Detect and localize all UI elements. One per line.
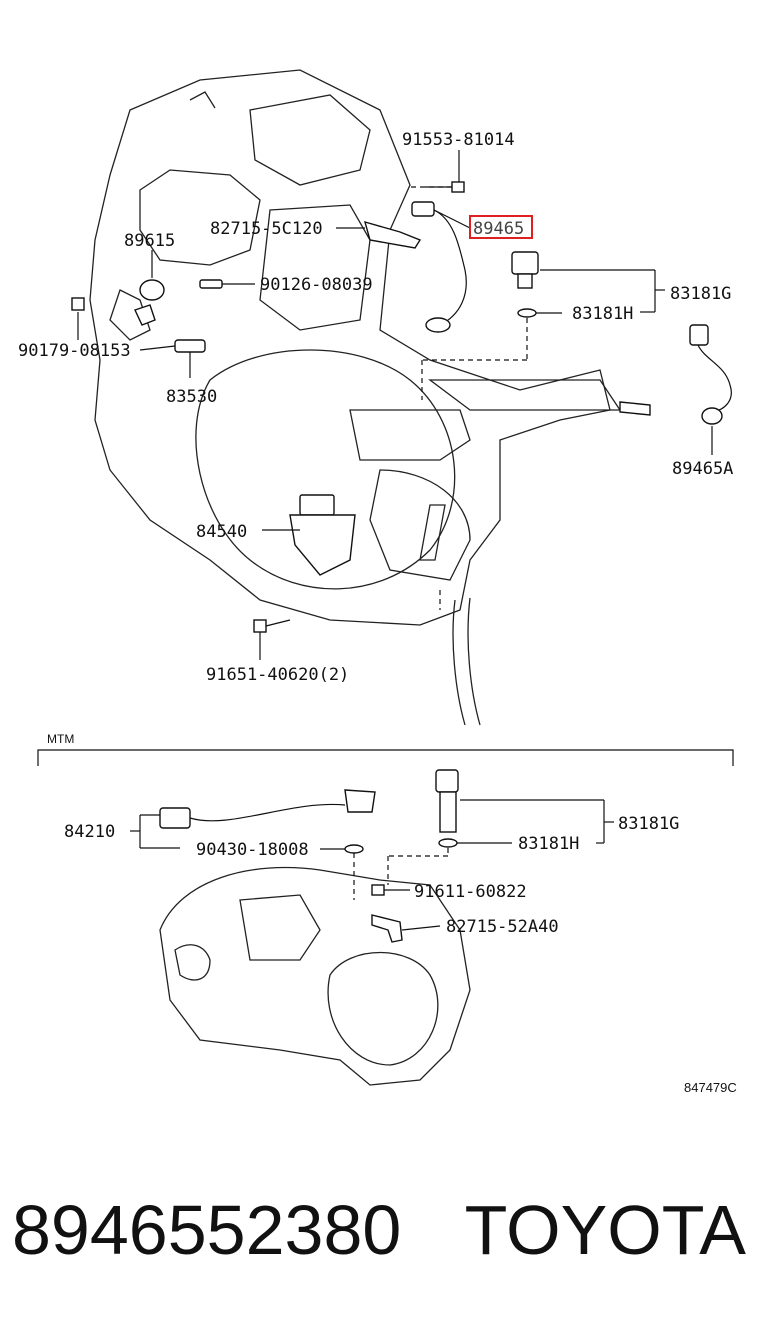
label-83181G-bottom: 83181G bbox=[618, 814, 679, 834]
section-bracket bbox=[37, 749, 734, 766]
label-90179-08153: 90179-08153 bbox=[18, 341, 131, 361]
label-82715-5C120: 82715-5C120 bbox=[210, 219, 323, 239]
bracket-82715-5C120[interactable] bbox=[363, 220, 422, 249]
label-83181G-top: 83181G bbox=[670, 284, 731, 304]
label-84210: 84210 bbox=[64, 822, 115, 842]
footer: 8946552380 TOYOTA bbox=[0, 1190, 760, 1290]
bolt-91651[interactable] bbox=[253, 619, 291, 633]
leader-lines-upper bbox=[77, 150, 713, 660]
bolt-90179[interactable] bbox=[71, 297, 85, 311]
label-90126-08039: 90126-08039 bbox=[260, 275, 373, 295]
label-83181H-bottom: 83181H bbox=[518, 834, 579, 854]
brand-name: TOYOTA bbox=[464, 1191, 746, 1269]
engine-outline bbox=[89, 69, 622, 726]
label-91553-81014: 91553-81014 bbox=[402, 130, 515, 150]
sensor-83181G-top[interactable] bbox=[511, 251, 539, 289]
label-84540: 84540 bbox=[196, 522, 247, 542]
label-89465A: 89465A bbox=[672, 459, 733, 479]
bolt-91611[interactable] bbox=[371, 884, 385, 896]
sensor-89465A[interactable] bbox=[619, 324, 732, 425]
parts-diagram: 91553-81014 82715-5C120 89465 83181G 831… bbox=[18, 69, 737, 1095]
bracket-82715-52A40[interactable] bbox=[371, 914, 403, 943]
switch-83530[interactable] bbox=[174, 339, 206, 353]
label-89615: 89615 bbox=[124, 231, 175, 251]
sensor-83181G-bottom[interactable] bbox=[435, 769, 459, 833]
section-label-mtm: MTM bbox=[47, 732, 74, 746]
label-82715-52A40: 82715-52A40 bbox=[446, 917, 559, 937]
leader-lines-lower bbox=[130, 799, 614, 931]
sensor-84210[interactable] bbox=[159, 789, 376, 829]
transmission-outline bbox=[159, 866, 471, 1086]
label-91651-40620: 91651-40620(2) bbox=[206, 665, 349, 685]
sensor-89465[interactable] bbox=[411, 201, 467, 333]
label-90430-18008: 90430-18008 bbox=[196, 840, 309, 860]
oring-90430[interactable] bbox=[344, 844, 364, 854]
highlight-box bbox=[469, 215, 533, 239]
label-91611-60822: 91611-60822 bbox=[414, 882, 527, 902]
oring-83181H-top[interactable] bbox=[517, 308, 537, 318]
label-83530: 83530 bbox=[166, 387, 217, 407]
part-number: 8946552380 bbox=[12, 1191, 402, 1269]
label-83181H-top: 83181H bbox=[572, 304, 633, 324]
oring-83181H-bottom[interactable] bbox=[438, 838, 458, 848]
switch-84540[interactable] bbox=[289, 494, 356, 576]
sensor-89615[interactable] bbox=[134, 279, 165, 326]
label-89465-highlighted[interactable]: 89465 bbox=[473, 219, 524, 239]
diagram-reference: 847479C bbox=[684, 1080, 737, 1095]
plug-90126[interactable] bbox=[199, 279, 223, 289]
